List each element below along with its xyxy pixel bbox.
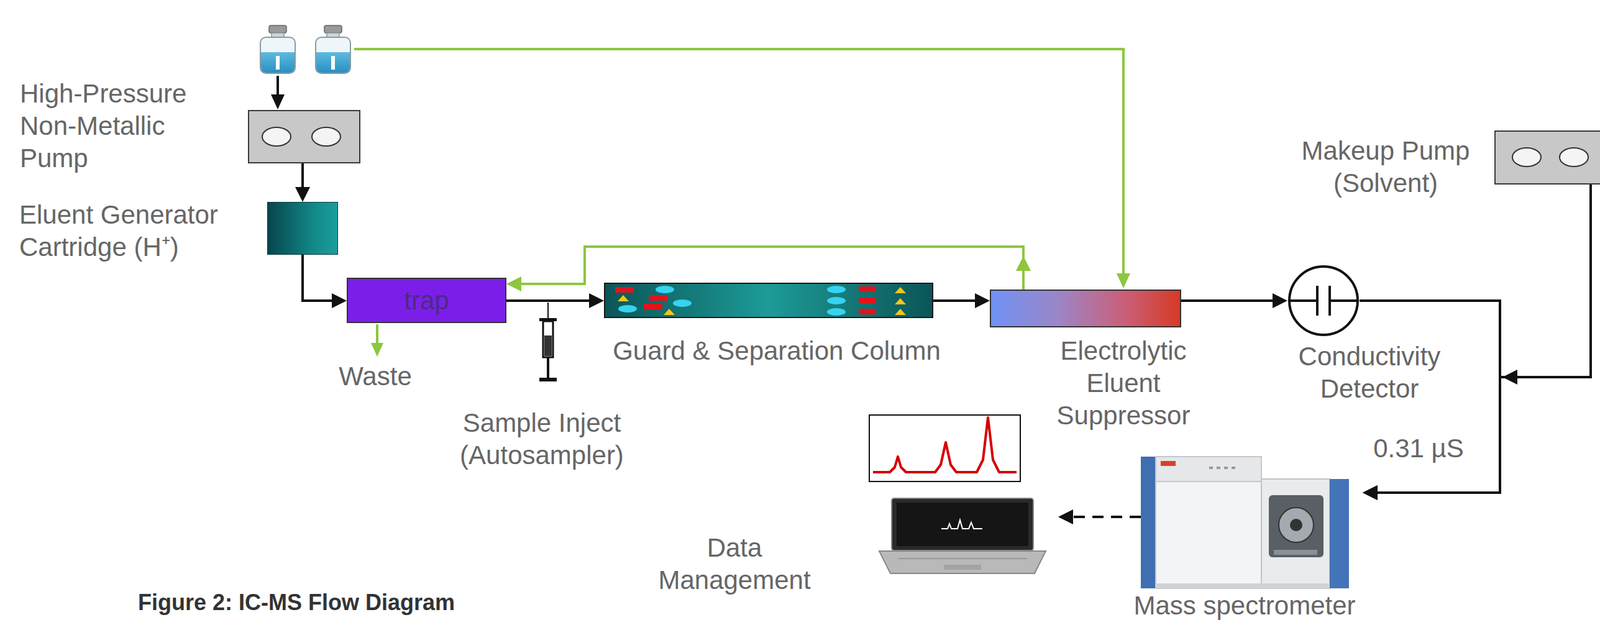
instrument-figure: Mass spectrometer	[1140, 444, 1349, 589]
connector-line	[1181, 299, 1276, 302]
flow-connector	[295, 163, 311, 202]
part-label: Guard & Separation Column	[565, 334, 988, 368]
detector-circle: Conductivity Detector	[1287, 264, 1360, 337]
part-label: Makeup Pump (Solvent)	[1273, 134, 1498, 200]
conductivity-cell-symbol	[1287, 264, 1360, 337]
flow-direction-head	[1502, 369, 1518, 385]
chromatogram	[869, 415, 1021, 482]
column-box: Guard & Separation Column	[603, 282, 934, 319]
injector-label: Sample Inject (Autosampler)	[439, 406, 645, 472]
part-label: Conductivity Detector	[1276, 340, 1463, 406]
pump-box: High-Pressure Non-Metallic Pump	[247, 109, 361, 164]
suppressor-box: Electrolytic Eluent Suppressor	[989, 289, 1182, 328]
supply-line	[270, 75, 285, 110]
flow-connector	[302, 254, 347, 309]
part-label: Data Management	[635, 531, 834, 597]
column-packing	[605, 283, 933, 317]
arrow-head	[589, 293, 604, 309]
part-label: Mass spectrometer	[1114, 591, 1376, 621]
connector-line	[506, 299, 592, 302]
arrow-head	[1272, 293, 1288, 309]
signal-value: 0.31 µS	[1356, 432, 1481, 465]
waste-arrow	[370, 324, 384, 357]
part-label: Electrolytic Eluent Suppressor	[1039, 334, 1208, 432]
pump-heads	[249, 111, 360, 163]
flow-connector	[1181, 293, 1288, 309]
trap-box: trap	[346, 277, 507, 324]
arrow-head	[506, 276, 522, 292]
figure-caption: Figure 2: IC-MS Flow Diagram	[137, 589, 698, 617]
connector-line	[302, 254, 335, 301]
pump-box: Makeup Pump (Solvent)	[1494, 130, 1600, 185]
mass-spectrometer-illustration	[1140, 444, 1349, 589]
arrow-head	[1362, 485, 1378, 501]
eluent-bottle	[315, 25, 351, 74]
flow-connector	[506, 293, 604, 309]
connector-line	[301, 163, 304, 190]
flow-direction-head	[1015, 256, 1031, 271]
regenerant-line	[354, 49, 1131, 289]
flow-connector	[1058, 509, 1141, 525]
arrow-head	[1362, 485, 1378, 501]
eluent-bottle	[260, 25, 296, 74]
pump-heads	[1495, 131, 1600, 184]
box-label: trap	[347, 278, 506, 322]
computer-figure: Data Management	[879, 497, 1046, 575]
part-label: High-Pressure Non-Metallic Pump	[19, 77, 225, 175]
cartridge-box: Eluent Generator Cartridge (H⁺)	[267, 201, 339, 255]
syringe-symbol	[539, 302, 557, 382]
part-label: Eluent Generator Cartridge (H⁺)	[19, 198, 219, 264]
arrow-head	[974, 293, 990, 309]
arrow-head	[1058, 509, 1074, 525]
connector-line	[933, 299, 978, 302]
flow-connector	[933, 293, 990, 309]
laptop-illustration	[879, 497, 1046, 575]
connector-line	[1070, 515, 1141, 519]
arrow-head	[295, 187, 311, 202]
arrow-head	[331, 293, 347, 309]
outlet-label: Waste	[313, 360, 438, 393]
